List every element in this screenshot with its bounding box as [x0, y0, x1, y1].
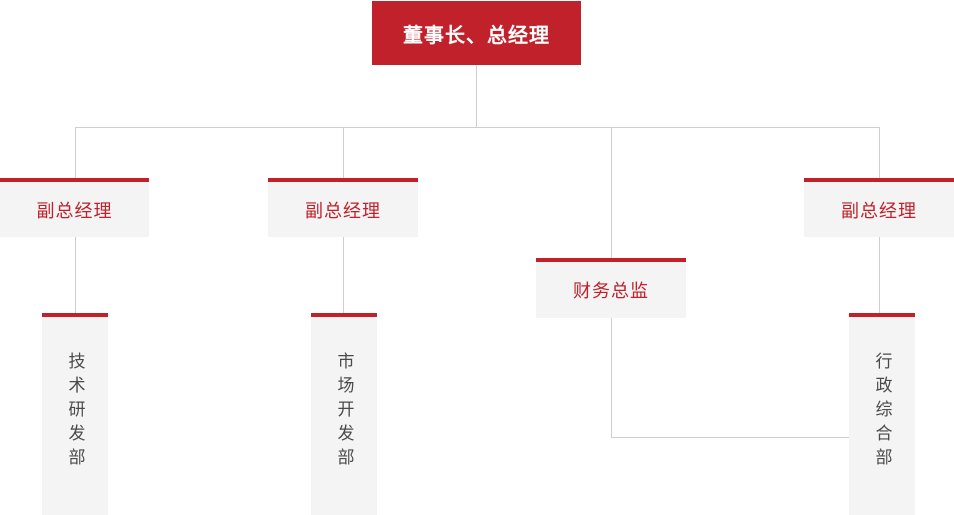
node-dept-market-development[interactable]: 市场开发部: [311, 313, 377, 515]
node-label: 副总经理: [305, 200, 381, 221]
node-dept-administration[interactable]: 行政综合部: [849, 313, 915, 515]
node-dept-technical-rd[interactable]: 技术研发部: [42, 313, 108, 515]
connector-root-down: [476, 65, 477, 128]
connector-cfo-down: [611, 318, 612, 437]
connector-cfo-to-admin-dept: [611, 437, 849, 438]
node-label: 董事长、总经理: [403, 24, 550, 47]
connector-bus-to-vp3: [879, 127, 880, 178]
node-vice-general-manager-1[interactable]: 副总经理: [0, 178, 149, 237]
connector-vp1-to-dept1: [75, 237, 76, 313]
connector-bus-to-vp2: [343, 127, 344, 178]
node-cfo[interactable]: 财务总监: [536, 258, 686, 318]
connector-horizontal-bus: [75, 127, 880, 128]
node-vice-general-manager-3[interactable]: 副总经理: [804, 178, 954, 237]
connector-vp3-to-dept3: [879, 237, 880, 313]
node-chairman-general-manager[interactable]: 董事长、总经理: [372, 1, 581, 65]
node-label: 财务总监: [573, 281, 649, 301]
node-label: 副总经理: [841, 200, 917, 221]
node-label: 副总经理: [36, 200, 113, 221]
connector-bus-to-vp1: [75, 127, 76, 178]
node-vice-general-manager-2[interactable]: 副总经理: [268, 178, 418, 237]
node-label: 技术研发部: [65, 352, 85, 472]
node-label: 行政综合部: [872, 352, 892, 472]
node-label: 市场开发部: [334, 352, 354, 472]
connector-vp2-to-dept2: [343, 237, 344, 313]
connector-bus-to-cfo: [611, 127, 612, 258]
